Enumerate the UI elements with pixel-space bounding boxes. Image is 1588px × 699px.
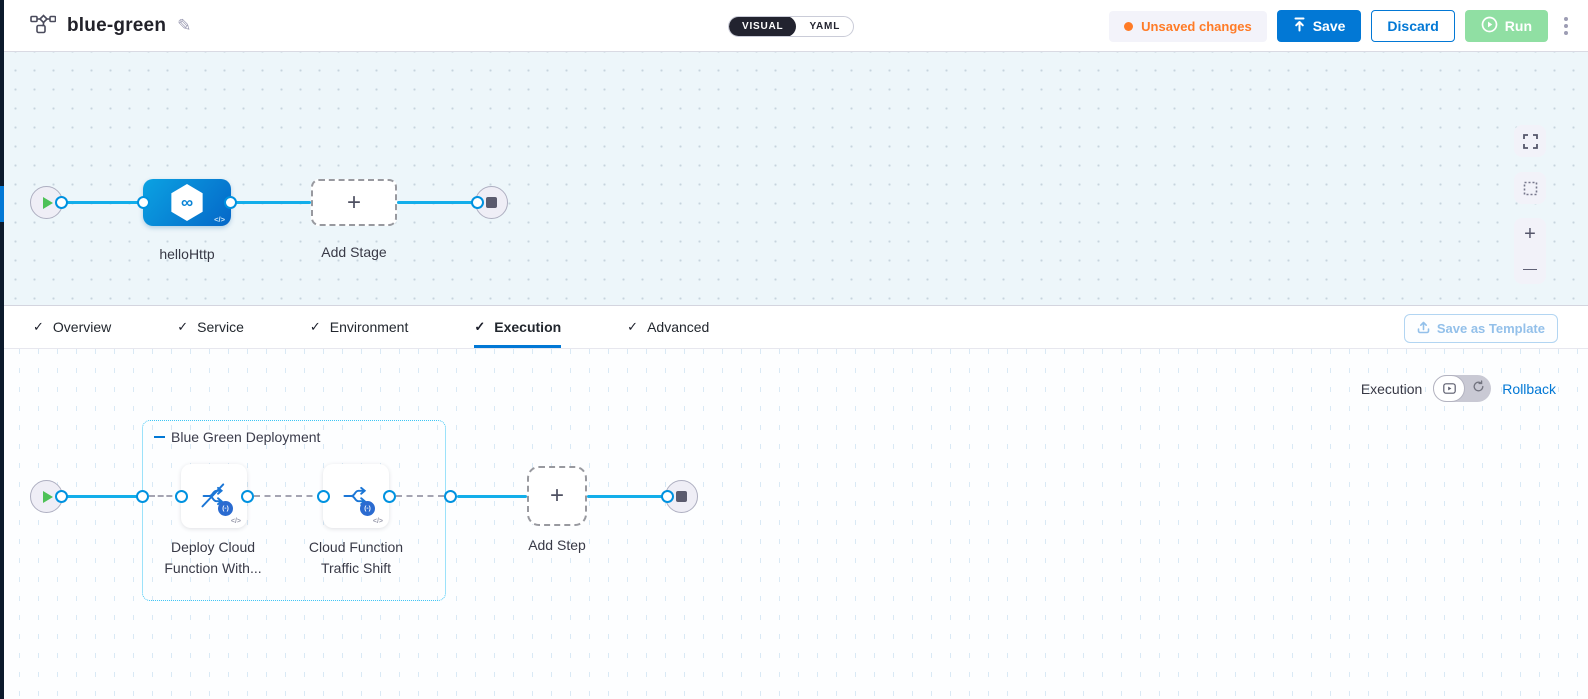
tab-advanced[interactable]: ✓ Advanced: [627, 319, 710, 335]
upload-arrow-icon: [1293, 17, 1306, 35]
collapse-group-icon[interactable]: [154, 435, 165, 439]
edge-line: [61, 495, 142, 498]
add-stage-label: Add Stage: [321, 244, 387, 260]
connector-dot: [224, 196, 237, 209]
edge-line-dashed: [149, 495, 181, 497]
collapsed-nav-edge: [0, 0, 4, 699]
code-icon: </>: [372, 518, 383, 525]
edge-line: [457, 495, 527, 498]
cloud-function-badge-icon: (-): [218, 501, 233, 516]
edge-line-dashed: [396, 495, 444, 497]
page-title: blue-green: [67, 15, 167, 36]
zoom-in-button[interactable]: +: [1524, 223, 1536, 245]
step-group-blue-green-deployment[interactable]: Blue Green Deployment: [142, 420, 446, 601]
nav-active-indicator: [0, 186, 4, 222]
check-icon: ✓: [33, 319, 44, 334]
discard-button[interactable]: Discard: [1371, 10, 1455, 42]
execution-rollback-toggle[interactable]: [1433, 375, 1492, 402]
stage-label: helloHttp: [159, 246, 215, 262]
code-icon: </>: [214, 215, 225, 224]
stop-square-icon: [676, 491, 687, 502]
stage-type-hexagon-icon: ∞: [171, 184, 203, 221]
add-stage-button[interactable]: +: [311, 179, 397, 226]
execution-graph-canvas[interactable]: Execution Rollback Blue Green Deployment: [0, 349, 1588, 699]
connector-dot: [471, 196, 484, 209]
edit-title-icon[interactable]: ✎: [177, 16, 192, 35]
zoom-panel: + —: [1514, 218, 1546, 284]
toggle-knob: [1433, 375, 1466, 402]
tab-overview[interactable]: ✓ Overview: [33, 319, 112, 335]
toggle-yaml[interactable]: YAML: [809, 21, 841, 32]
fullscreen-button[interactable]: [1514, 125, 1546, 157]
step-node-cloud-function-traffic-shift[interactable]: (-) </>: [323, 464, 389, 528]
stage-tabbar: ✓ Overview ✓ Service ✓ Environment ✓ Exe…: [0, 305, 1588, 349]
cloud-function-badge-icon: (-): [360, 501, 375, 516]
save-button[interactable]: Save: [1276, 10, 1362, 42]
connector-dot: [137, 196, 150, 209]
step-group-label: Blue Green Deployment: [171, 429, 321, 445]
tab-service[interactable]: ✓ Service: [177, 319, 244, 335]
add-step-label: Add Step: [528, 537, 586, 553]
step-node-deploy-cloud-function[interactable]: (-) </>: [181, 464, 247, 528]
more-options-kebab-icon[interactable]: [1558, 13, 1574, 39]
save-as-template-button[interactable]: Save as Template: [1403, 314, 1558, 343]
connector-dot: [136, 490, 149, 503]
edge-line: [61, 201, 143, 204]
stop-square-icon: [486, 197, 497, 208]
unsaved-dot-icon: [1124, 21, 1134, 31]
edge-line-dashed: [254, 495, 323, 497]
toggle-visual[interactable]: VISUAL: [729, 17, 797, 36]
upload-template-icon: [1417, 321, 1430, 337]
edge-line: [587, 495, 668, 498]
edge-line: [231, 201, 311, 204]
check-icon: ✓: [627, 319, 639, 334]
connector-dot: [317, 490, 330, 503]
rollback-circle-icon: [1472, 380, 1485, 398]
code-icon: </>: [230, 518, 241, 525]
header: blue-green ✎ VISUAL YAML Unsaved changes…: [0, 0, 1588, 52]
step-label: Cloud Function Traffic Shift: [308, 539, 404, 576]
start-play-icon: [43, 196, 53, 209]
check-icon: ✓: [177, 319, 189, 334]
rollback-link[interactable]: Rollback: [1502, 380, 1556, 397]
unsaved-changes-badge: Unsaved changes: [1109, 10, 1267, 42]
zoom-out-button[interactable]: —: [1523, 259, 1537, 276]
step-label: Deploy Cloud Function With...: [164, 539, 262, 576]
connector-dot: [661, 490, 674, 503]
connector-dot: [241, 490, 254, 503]
check-icon: ✓: [309, 319, 321, 334]
play-circle-icon: [1481, 16, 1498, 36]
run-button[interactable]: Run: [1464, 10, 1548, 42]
stage-graph-canvas[interactable]: ∞ </> + helloHttp Add Stage + —: [0, 52, 1588, 305]
pipeline-icon: [30, 12, 57, 40]
connector-dot: [55, 196, 68, 209]
connector-dot: [175, 490, 188, 503]
tab-execution[interactable]: ✓ Execution: [474, 306, 562, 348]
connector-dot: [55, 490, 68, 503]
tab-environment[interactable]: ✓ Environment: [309, 319, 409, 335]
check-icon: ✓: [474, 319, 486, 334]
connector-dot: [383, 490, 396, 503]
visual-yaml-toggle: VISUAL YAML: [728, 16, 855, 37]
execution-mode-label: Execution: [1360, 380, 1423, 397]
add-step-button[interactable]: +: [527, 466, 587, 526]
start-play-icon: [43, 490, 53, 503]
edge-line: [397, 201, 477, 204]
connector-dot: [444, 490, 457, 503]
fit-to-view-button[interactable]: [1514, 172, 1546, 204]
stage-node-hellohttp[interactable]: ∞ </>: [143, 179, 231, 226]
